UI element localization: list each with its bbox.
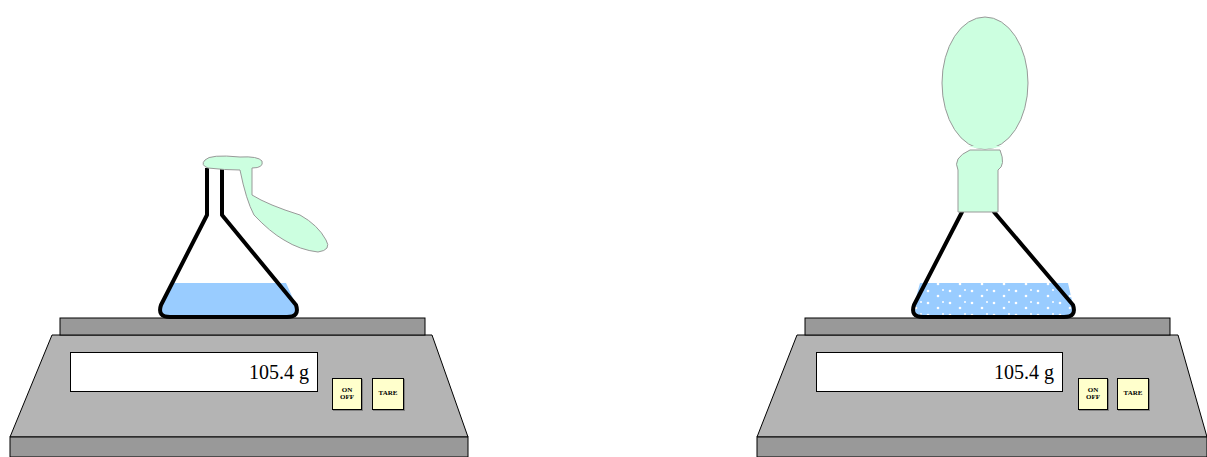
scale-button: ON OFF	[332, 378, 362, 410]
scale-display: 105.4 g	[70, 352, 318, 392]
display-reading: 105.4 g	[994, 361, 1054, 384]
scale-button: ON OFF	[1078, 378, 1108, 410]
left-scale	[10, 318, 468, 457]
left-flask	[160, 156, 328, 317]
scale-button: TARE	[372, 378, 404, 410]
display-reading: 105.4 g	[249, 361, 309, 384]
button-label: TARE	[1124, 390, 1143, 397]
button-label: TARE	[379, 390, 398, 397]
scale-display: 105.4 g	[816, 352, 1063, 392]
button-label: ON OFF	[335, 387, 359, 402]
right-flask	[913, 17, 1074, 317]
scale-button: TARE	[1117, 378, 1149, 410]
button-label: ON OFF	[1081, 387, 1105, 402]
right-scale	[757, 318, 1207, 457]
